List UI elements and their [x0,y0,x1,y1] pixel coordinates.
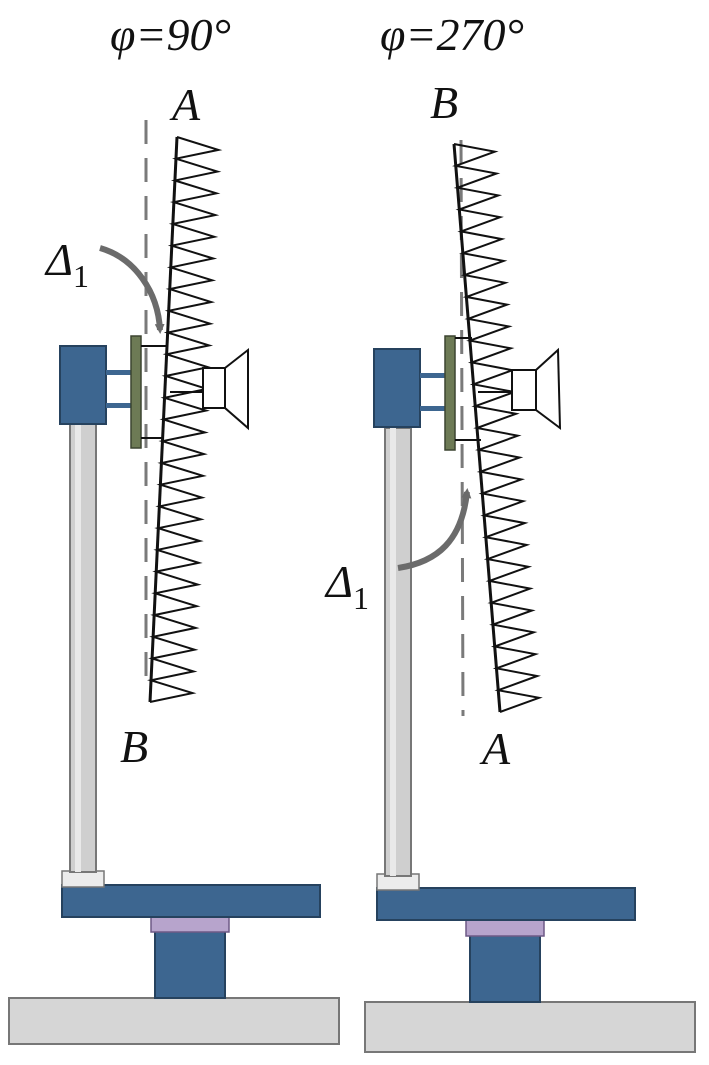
column-head-block [373,348,421,428]
panel-phi-270: φ=270° B A [324,9,696,1053]
turntable-plate [376,887,636,921]
curved-arrow-icon [99,245,165,334]
support-column [69,423,97,873]
rotary-adapter [150,915,230,933]
curved-arrow-icon [397,488,472,571]
bottom-end-label: B [120,721,148,772]
bottom-end-label: A [479,723,511,774]
mounting-plate [444,335,456,451]
horn-antenna-icon [478,347,562,431]
rotary-adapter [465,919,545,937]
angle-label: φ=90° [110,9,231,60]
mount-rod [420,373,447,378]
absorber-wedges [147,136,223,703]
top-end-label: A [169,79,201,130]
support-column [384,427,412,877]
mount-rod [420,406,447,411]
mounting-plate [130,335,142,449]
top-end-label: B [430,77,458,128]
pedestal [469,933,541,1003]
turntable-plate [61,884,321,918]
tilt-delta-label: Δ1 [44,234,89,294]
angle-label: φ=270° [380,9,524,60]
tilt-delta-label: Δ1 [324,556,369,616]
absorber-wedges [452,143,543,713]
ground-base [364,1001,696,1053]
mount-rod [106,370,132,375]
horn-antenna-icon [170,347,249,431]
ground-base [8,997,340,1045]
mount-rod [106,403,132,408]
pedestal [154,929,226,999]
column-head-block [59,345,107,425]
column-foot [61,870,105,888]
panel-phi-90: φ=90° A B [8,9,340,1045]
